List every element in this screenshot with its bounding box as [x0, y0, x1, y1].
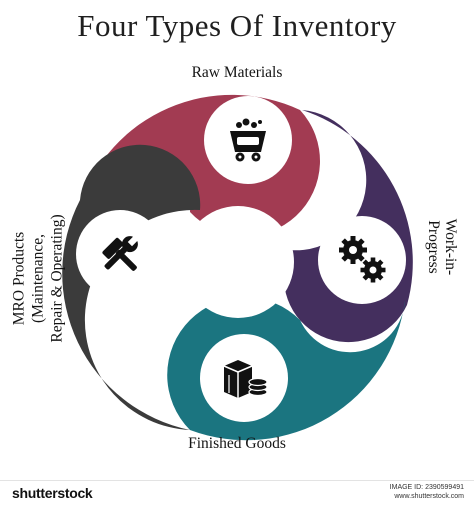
center-hub	[182, 206, 294, 318]
label-mro-line-1: MRO Products	[10, 231, 28, 326]
image-id-text: IMAGE ID: 2390599491 www.shutterstock.co…	[390, 483, 464, 501]
brand-logo: shutterstock	[12, 485, 93, 501]
label-mro-products: MRO Products (Maintenance, Repair & Oper…	[10, 169, 67, 389]
boxes-coins-icon	[223, 360, 268, 398]
image-id-line-1: IMAGE ID: 2390599491	[389, 484, 464, 491]
hammer-wrench-icon	[102, 234, 140, 271]
label-work-in-progress: Work-in- Progress	[425, 167, 459, 327]
stock-footer: shutterstock IMAGE ID: 2390599491 www.sh…	[0, 480, 474, 505]
label-mro-line-2: (Maintenance,	[29, 233, 47, 324]
label-raw-materials: Raw Materials	[191, 64, 283, 81]
diagram-title: Four Types Of Inventory	[77, 8, 397, 43]
label-wip-line-1: Work-in-	[442, 218, 459, 276]
segment-mro-products	[62, 144, 201, 430]
label-mro-line-3: Repair & Operating)	[48, 214, 66, 343]
label-finished-goods: Finished Goods	[188, 435, 286, 452]
label-wip-line-2: Progress	[425, 220, 442, 274]
image-id-line-2: www.shutterstock.com	[394, 493, 464, 500]
mine-cart-icon	[230, 118, 266, 162]
gears-icon	[339, 236, 386, 283]
